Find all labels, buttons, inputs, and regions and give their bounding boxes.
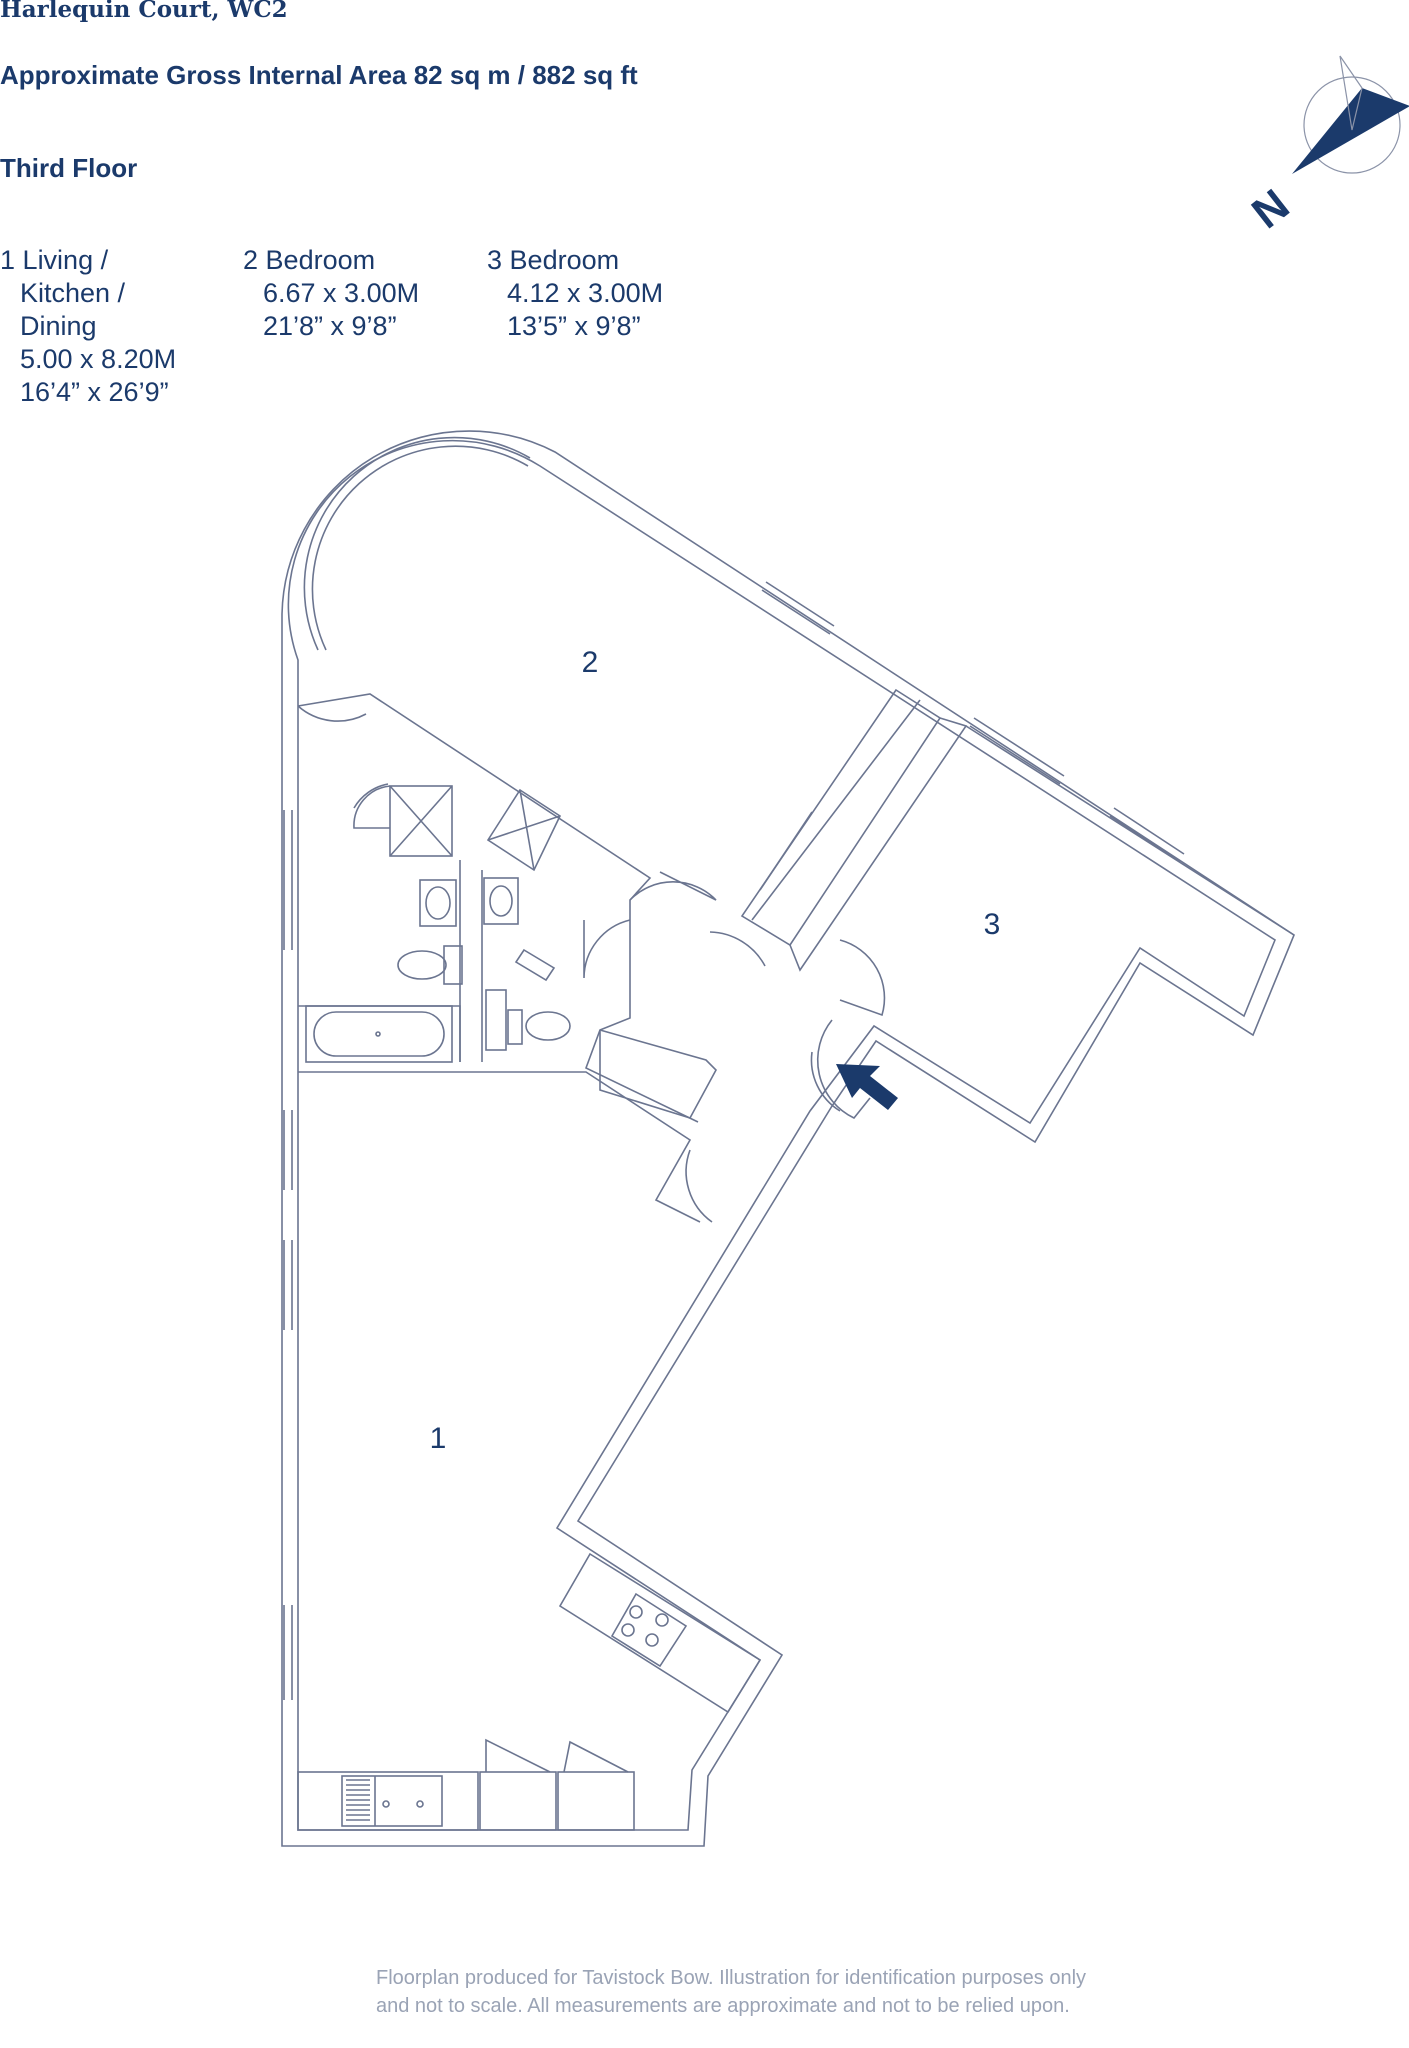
room-name: Kitchen / [20,278,126,308]
shower-door [353,785,391,829]
door-swing [810,1051,841,1112]
cupboard [479,1771,557,1831]
room-dimensions-metric: 6.67 x 3.00M [263,278,420,308]
partition-wall [965,725,1295,936]
room-name: Dining [20,311,97,341]
gross-area: Approximate Gross Internal Area 82 sq m … [0,60,638,90]
room-name: Living / [22,245,109,275]
compass-icon [1292,55,1409,174]
door-swing [583,919,631,979]
room-dimensions-metric: 5.00 x 8.20M [20,344,177,374]
room-legend-2: 2 Bedroom 6.67 x 3.00M 21’8” x 9’8” [243,244,419,343]
room-name: Bedroom [509,245,620,275]
curved-window [303,436,531,651]
sink [341,1775,443,1827]
door-swing [629,871,717,901]
room-label-3: 3 [984,908,1001,941]
room-dimensions-imperial: 13’5” x 9’8” [507,311,641,341]
wardrobe [740,688,942,947]
partition-wall [459,860,483,1062]
door-swing [685,1149,713,1223]
drainer [346,1779,370,1821]
door-swing [839,939,886,1017]
entrance-door [816,1019,871,1119]
room-legend-1: 1 Living / Kitchen / Dining 5.00 x 8.20M… [0,244,176,409]
kitchen-counter [558,1552,762,1714]
basin [483,877,519,925]
windows-ne [761,581,1185,863]
room-legend-3: 3 Bedroom 4.12 x 3.00M 13’5” x 9’8” [487,244,663,343]
door-swing [297,705,367,722]
room-number: 2 [243,245,259,275]
entrance-arrow-icon [836,1064,898,1110]
outer-wall [281,430,1295,1847]
room-dimensions-metric: 4.12 x 3.00M [507,278,664,308]
partition-wall [599,1029,717,1119]
property-title: Harlequin Court, WC2 [0,0,288,23]
room-name: Bedroom [265,245,376,275]
partition-wall [789,717,968,972]
shower [389,785,453,857]
cupboard [557,1771,635,1831]
disclaimer-text: Floorplan produced for Tavistock Bow. Il… [376,1967,1087,2017]
partition-wall [298,1005,461,1062]
windows-west [283,810,293,1700]
door-swing [353,783,389,809]
curved-window [311,445,529,651]
room-number: 3 [487,245,503,275]
inner-wall [287,439,1276,1831]
room-label-2: 2 [582,646,599,679]
toilet [443,945,463,985]
room-number: 1 [0,245,16,275]
kitchen-counter [297,1771,479,1831]
door-swing [485,1738,551,1773]
room-dimensions-imperial: 21’8” x 9’8” [263,311,397,341]
cupboard [599,1030,691,1119]
partition-wall [298,1071,701,1223]
room-dimensions-imperial: 16’4” x 26’9” [20,377,169,407]
partition-wall [297,693,699,1123]
room-label-1: 1 [430,1422,447,1455]
toilet [485,989,507,1051]
door-swing [563,1740,629,1773]
floor-name: Third Floor [0,153,138,183]
shower [486,788,562,872]
basin [419,879,457,927]
door-swing [709,931,766,967]
bathtub [305,1005,453,1063]
compass-letter: N [1243,180,1298,238]
hob [610,1592,688,1668]
